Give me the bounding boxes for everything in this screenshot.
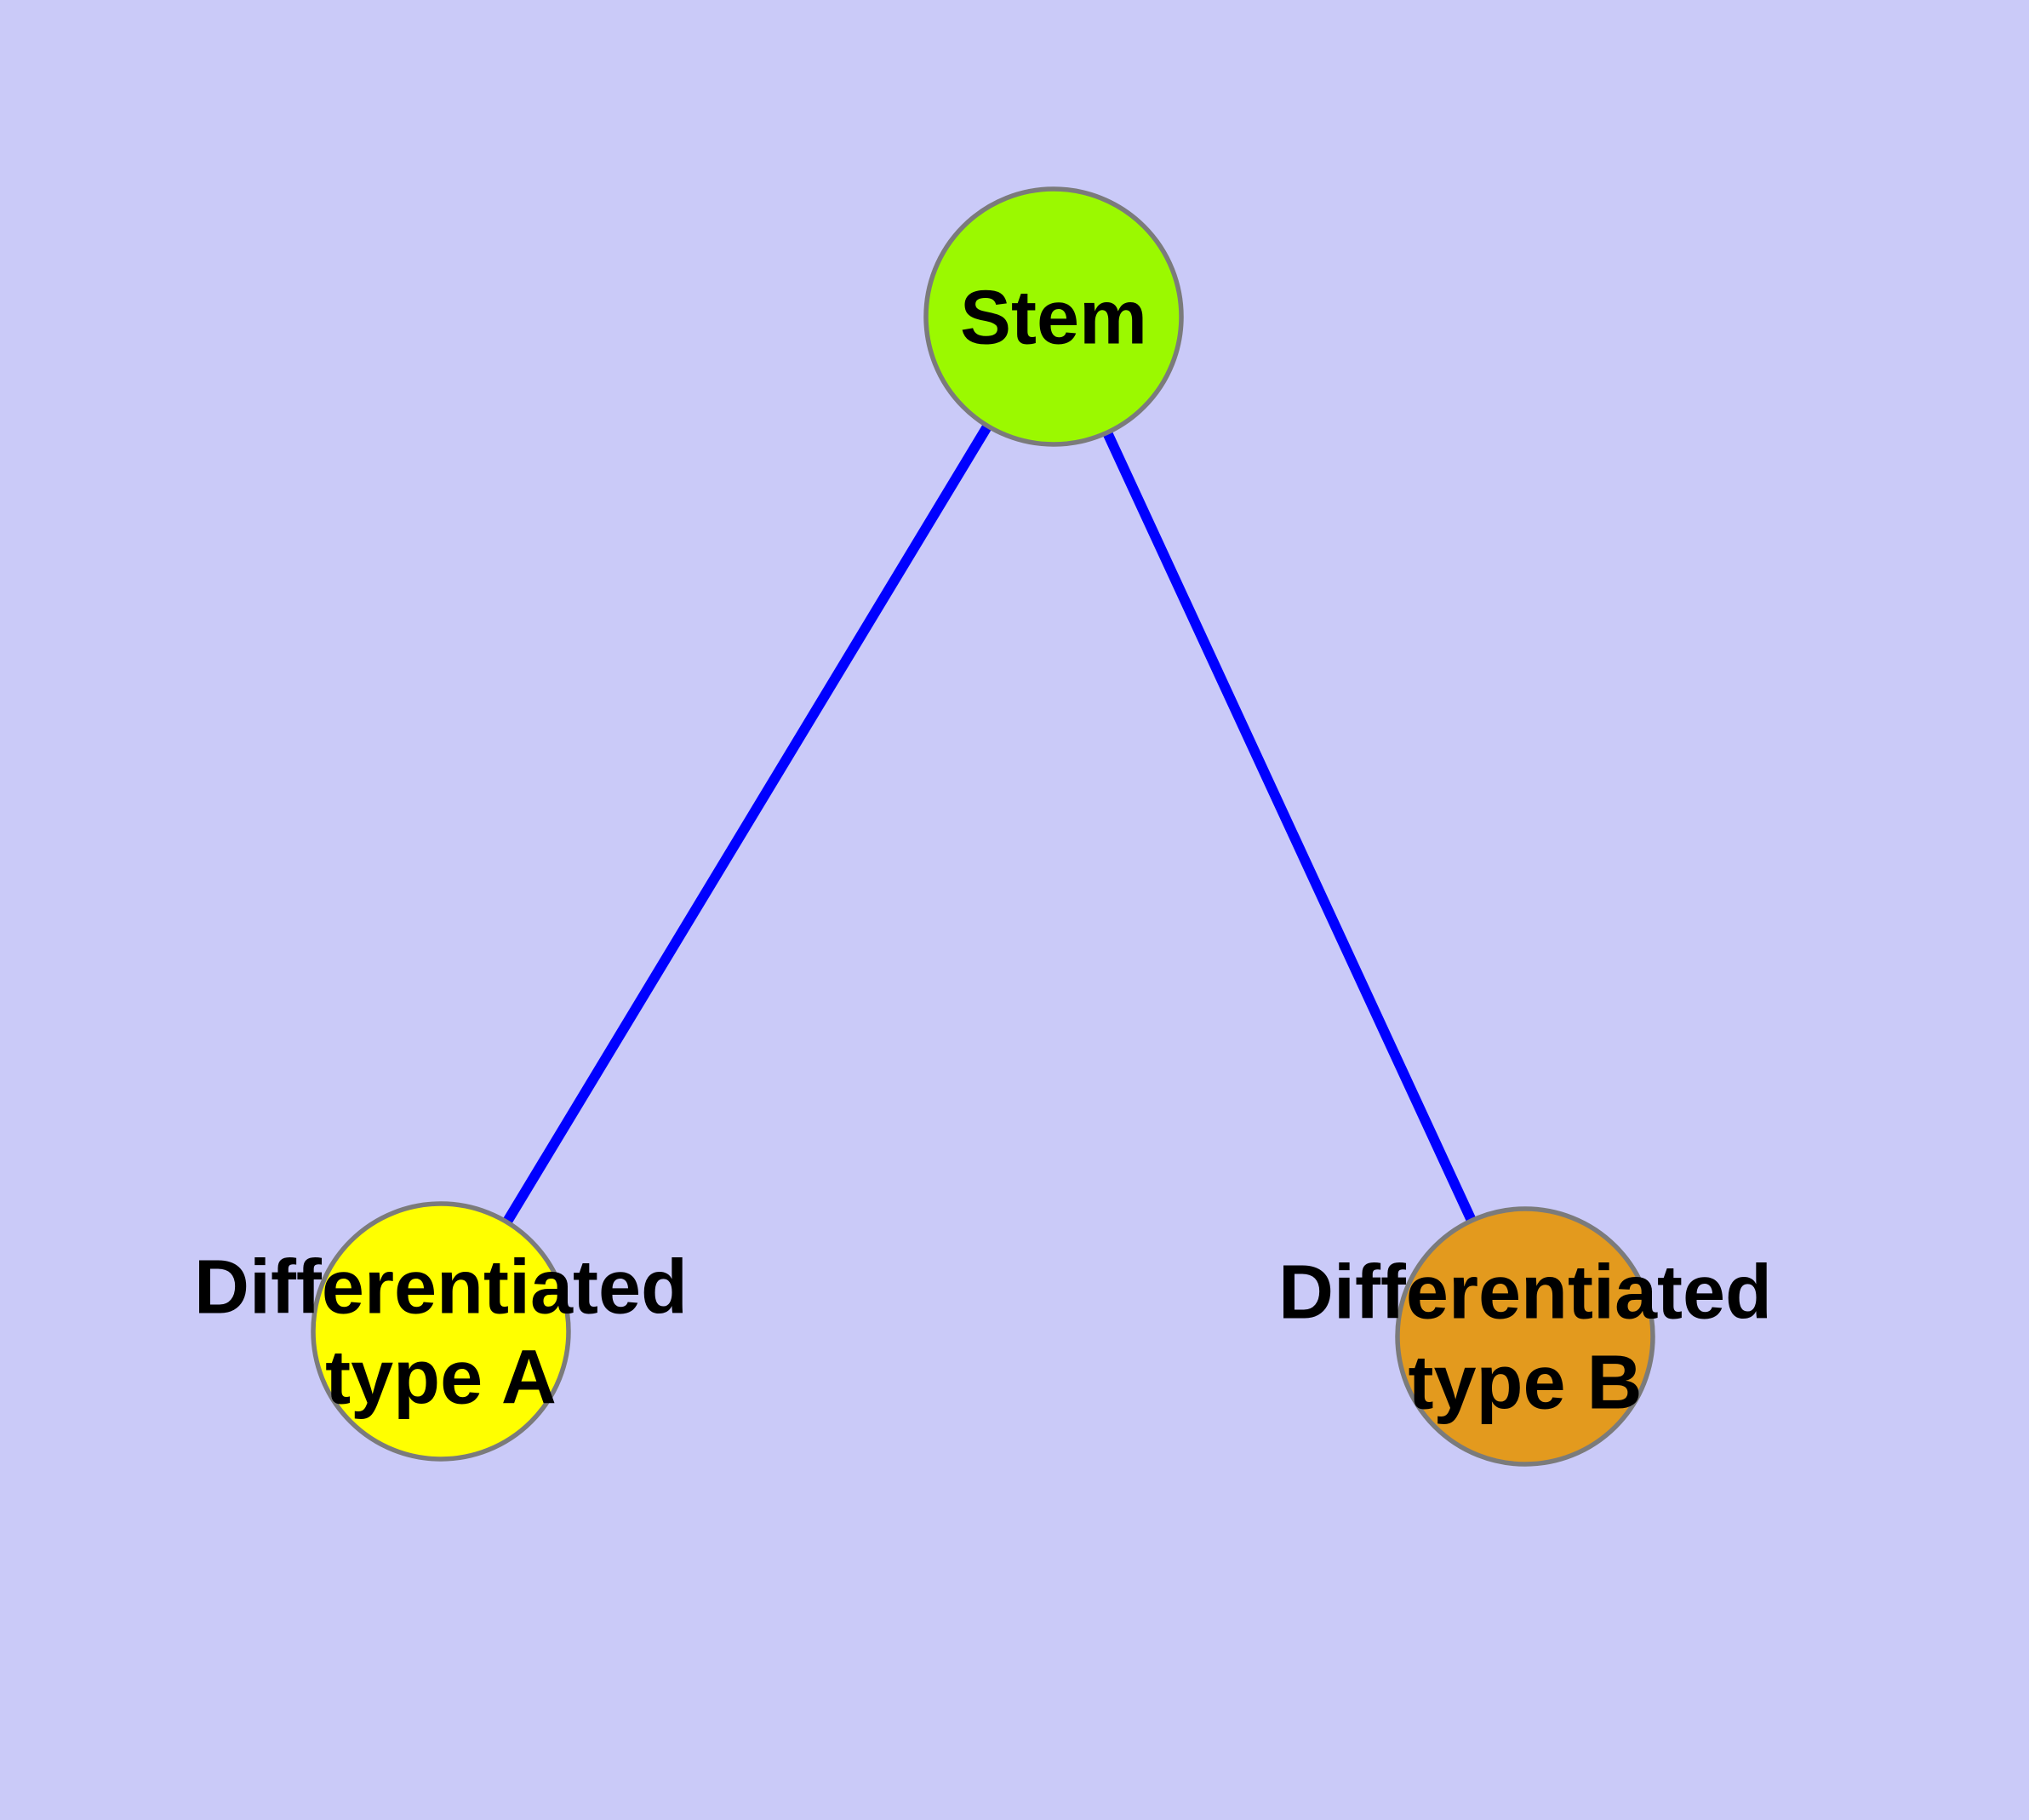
edge-stem-to-type-a — [436, 313, 1059, 1335]
node-differentiated-type-b-label-line2: type B — [1408, 1341, 1642, 1426]
node-stem-label: Stem — [960, 276, 1147, 361]
node-differentiated-type-b-circle — [1395, 1206, 1655, 1467]
node-stem: Stem — [923, 186, 1184, 447]
edge-stem-to-type-b — [1049, 314, 1530, 1339]
node-differentiated-type-b-label-line1: Differentiated — [1278, 1251, 1772, 1336]
node-differentiated-type-a-label-line2: type A — [325, 1336, 557, 1421]
node-differentiated-type-a: Differentiated type A — [194, 1201, 688, 1462]
node-differentiated-type-a-label-line1: Differentiated — [194, 1245, 688, 1331]
node-differentiated-type-a-circle — [311, 1201, 571, 1462]
node-differentiated-type-b: Differentiated type B — [1278, 1206, 1772, 1467]
node-stem-circle — [923, 186, 1184, 447]
